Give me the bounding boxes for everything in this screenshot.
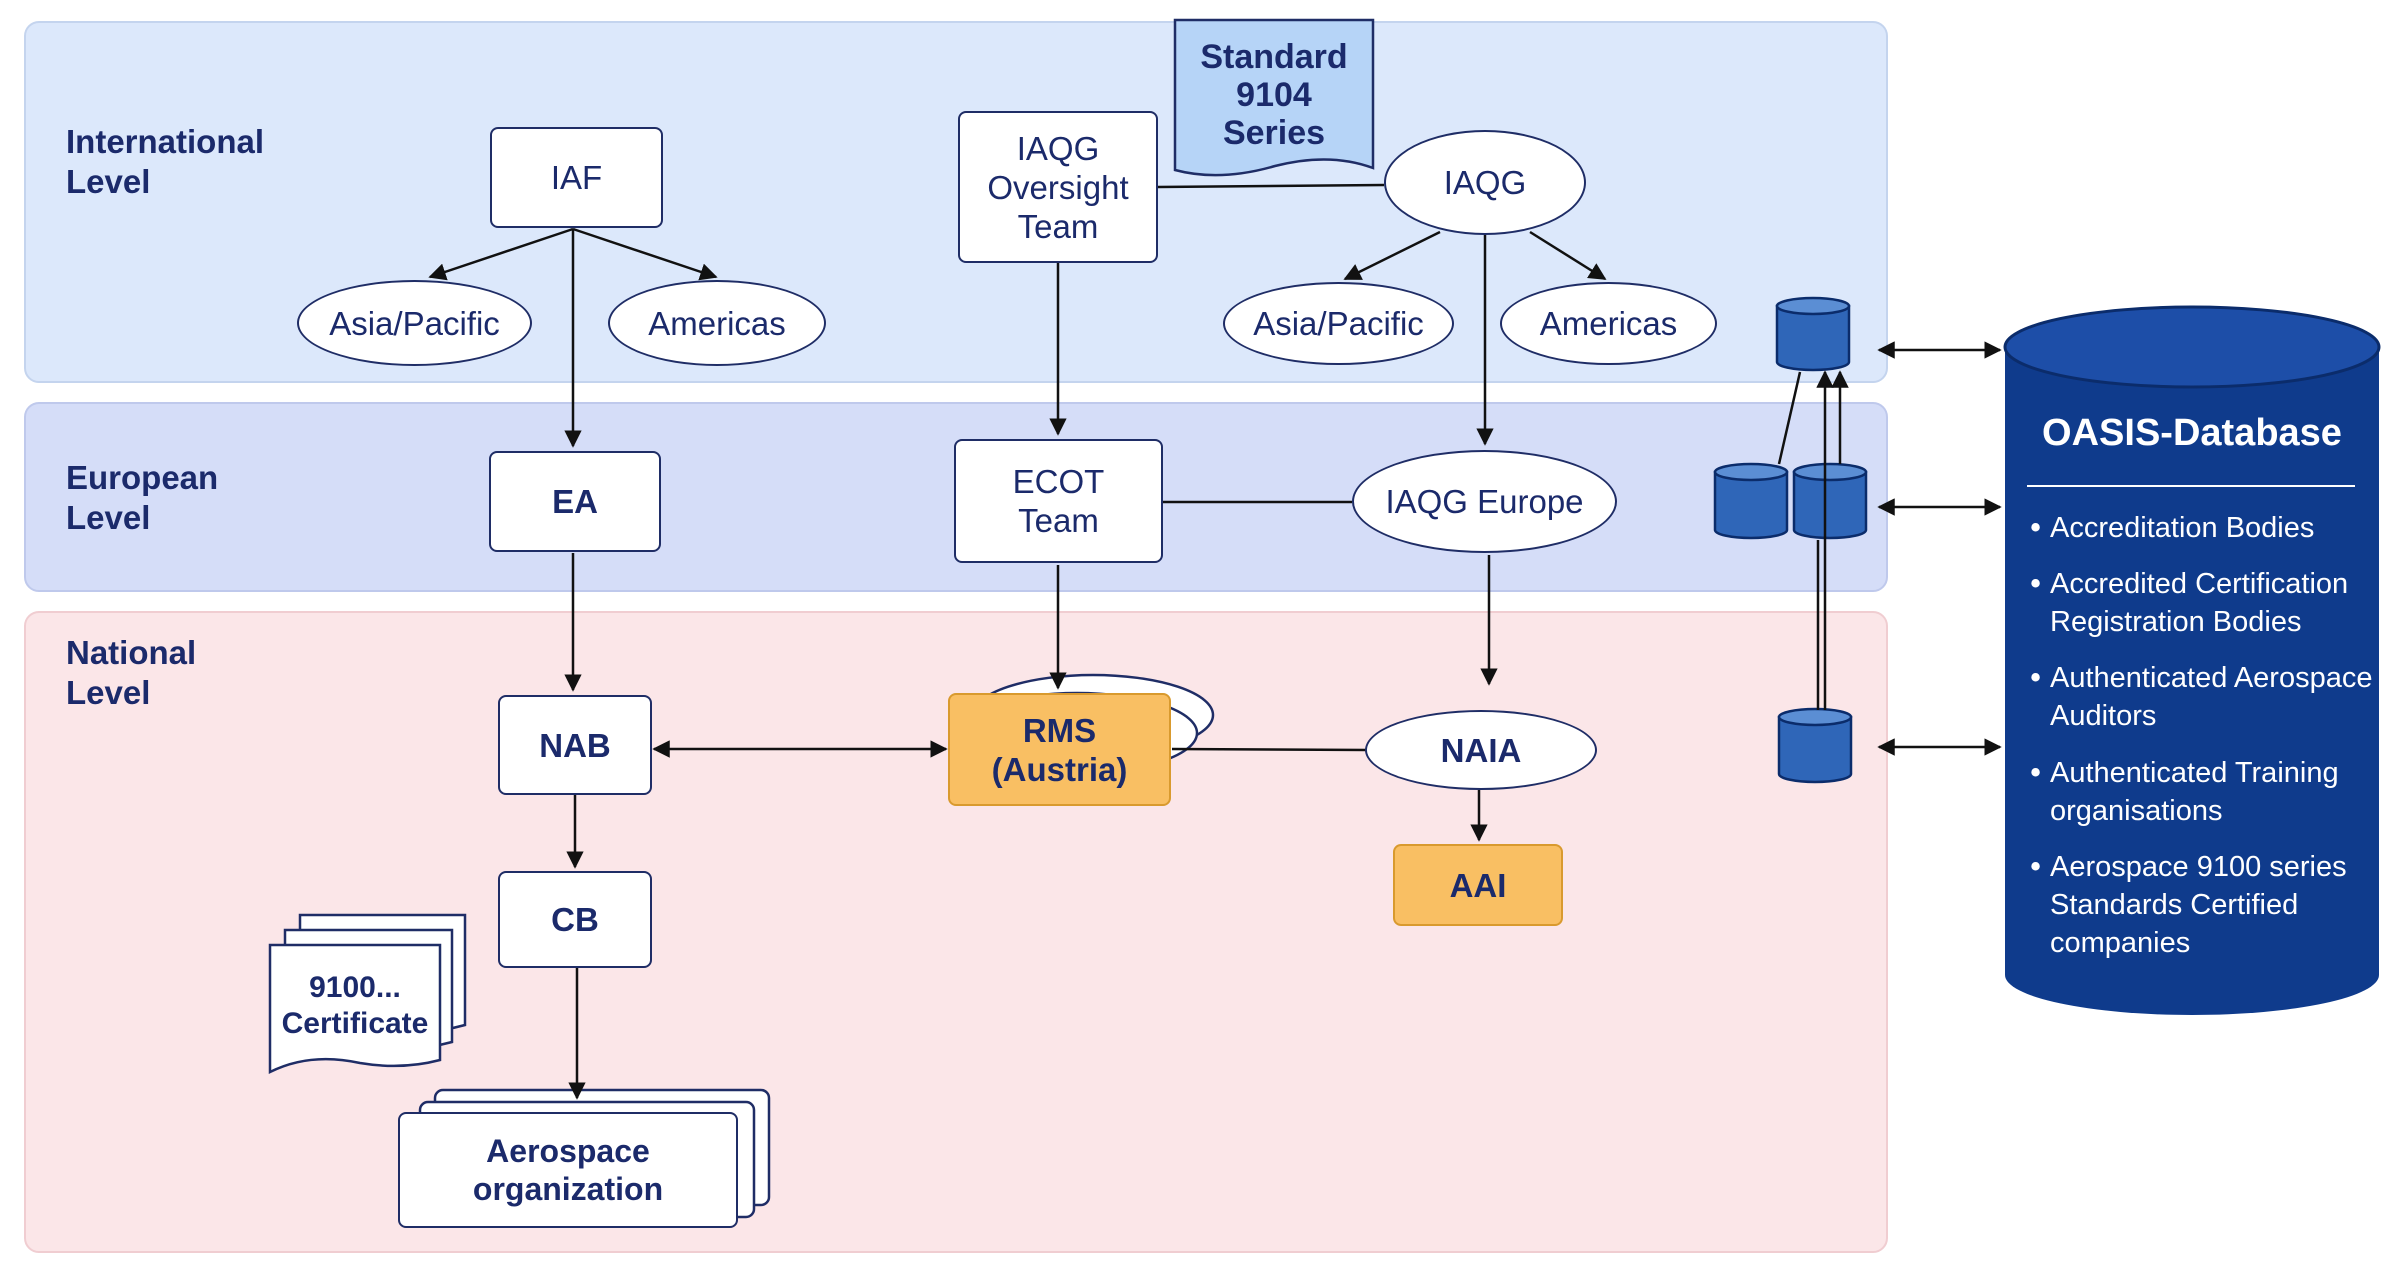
- iaqg-europe-node: IAQG Europe: [1352, 450, 1617, 553]
- cb-node: CB: [498, 871, 652, 968]
- database-item: Accreditation Bodies: [2050, 512, 2315, 544]
- database-item: Authenticated Aerospace Auditors: [2050, 662, 2373, 732]
- naia-node: NAIA: [1365, 710, 1597, 790]
- oasis-database-title: OASIS-Database: [2042, 412, 2342, 454]
- database-icon-european-left: [1713, 462, 1789, 540]
- oasis-database-top: [2003, 305, 2381, 389]
- bullet-icon: •: [2027, 567, 2045, 601]
- connector-iaf-americas: [572, 227, 718, 281]
- international-level-label: International Level: [66, 123, 265, 200]
- database-item: Aerospace 9100 series Standards Certifie…: [2050, 851, 2347, 959]
- bullet-icon: •: [2027, 756, 2045, 790]
- standard-document-shape: [1173, 18, 1375, 177]
- iaqg-americas-node: Americas: [1500, 282, 1717, 365]
- iaf-node: IAF: [490, 127, 663, 228]
- aai-node: AAI: [1393, 844, 1563, 926]
- nab-node: NAB: [498, 695, 652, 795]
- ea-node: EA: [489, 451, 661, 552]
- database-item: Accredited Certification Registration Bo…: [2050, 568, 2349, 638]
- rms-austria-node: RMS (Austria): [948, 693, 1171, 806]
- iaqg-oversight-team-node: IAQG Oversight Team: [958, 111, 1158, 263]
- database-icon-international: [1775, 296, 1851, 372]
- connector-iaqg-oversight: [1157, 183, 1385, 189]
- bullet-icon: •: [2027, 850, 2045, 884]
- bullet-icon: •: [2027, 661, 2045, 695]
- ecot-team-node: ECOT Team: [954, 439, 1163, 563]
- connector-iaqg-americas: [1529, 230, 1607, 281]
- standard-9104-series-label: Standard 9104 Series: [1200, 38, 1348, 152]
- oasis-database-cylinder: [2005, 347, 2379, 1015]
- national-level-label: National Level: [66, 634, 197, 711]
- european-level-label: European Level: [66, 459, 219, 536]
- connector-iaqg-asia: [1343, 230, 1441, 281]
- iaqg-asia-pacific-node: Asia/Pacific: [1223, 282, 1454, 365]
- database-icon-national: [1777, 707, 1853, 784]
- certificate-document-shape: [268, 943, 442, 1075]
- iaf-americas-node: Americas: [608, 280, 826, 366]
- connector-iaf-asia: [428, 227, 574, 281]
- bullet-icon: •: [2027, 511, 2045, 545]
- connector-db-european-left-international: [1777, 371, 1802, 465]
- database-item: Authenticated Training organisations: [2050, 757, 2339, 827]
- database-icon-european-right: [1792, 462, 1868, 540]
- certificate-label: 9100... Certificate: [281, 971, 429, 1040]
- iaqg-node: IAQG: [1384, 130, 1586, 235]
- aerospace-organization-node: Aerospace organization: [398, 1112, 738, 1228]
- connector-rms-naia: [1171, 747, 1369, 752]
- iaf-asia-pacific-node: Asia/Pacific: [297, 280, 532, 366]
